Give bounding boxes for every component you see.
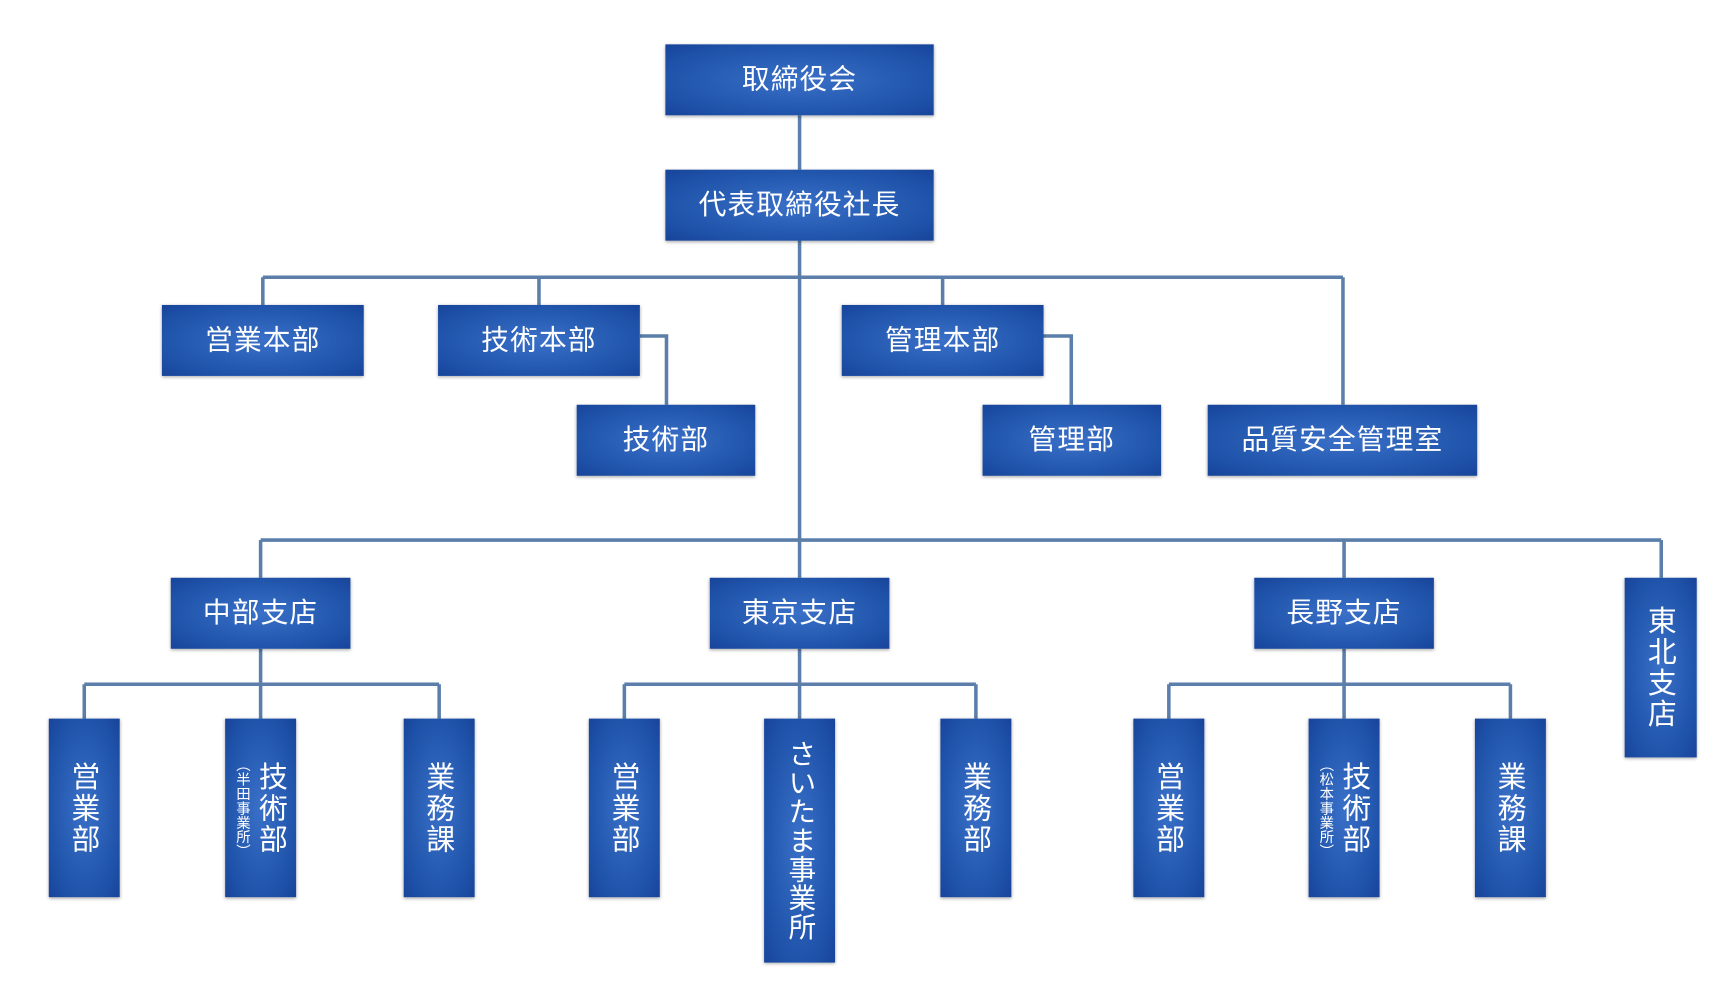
connector-tech-hq-tech-dept [639,334,669,405]
quality-office-box: 品質安全管理室 [1207,404,1478,476]
president-label: 代表取締役社長 [698,189,901,221]
chubu-tech-dept-sublabel: （半田事業所） [233,757,251,859]
tech-dept-label: 技術部 [622,424,710,456]
sales-hq-box: 営業本部 [161,304,364,376]
chubu-sales-dept-box: 営業部 [48,718,120,898]
admin-hq-label: 管理本部 [884,324,1001,356]
nagano-sales-dept-box: 営業部 [1133,718,1205,898]
tokyo-operations-dept-label: 業務部 [959,761,993,855]
tohoku-branch-label: 東北支店 [1644,605,1678,730]
president-box: 代表取締役社長 [665,169,934,241]
nagano-sales-dept-label: 営業部 [1152,761,1186,855]
tokyo-branch-label: 東京支店 [741,597,858,629]
nagano-operations-section-box: 業務課 [1474,718,1546,898]
admin-dept-label: 管理部 [1028,424,1116,456]
tohoku-branch-box: 東北支店 [1624,577,1697,758]
admin-hq-box: 管理本部 [841,304,1044,376]
chubu-operations-section-box: 業務課 [403,718,475,898]
nagano-tech-dept-label: 技術部 [1338,761,1372,855]
tokyo-operations-dept-box: 業務部 [940,718,1012,898]
nagano-operations-section-label: 業務課 [1493,761,1528,855]
chubu-tech-dept-label: 技術部 [255,761,289,855]
saitama-office-box: さいたま事業所 [764,718,836,963]
nagano-branch-box: 長野支店 [1254,577,1434,649]
tech-dept-box: 技術部 [576,404,756,476]
chubu-operations-section-label: 業務課 [422,761,456,855]
chubu-tech-dept-box: 技術部 （半田事業所） [225,718,297,898]
tech-hq-label: 技術本部 [481,324,597,356]
board-label: 取締役会 [741,63,858,95]
tech-hq-box: 技術本部 [438,304,640,376]
nagano-tech-dept-sublabel: （松本事業所） [1317,757,1335,859]
chubu-sales-dept-label: 営業部 [67,761,101,855]
chubu-branch-label: 中部支店 [202,597,319,629]
connector-admin-hq-admin-dept [1043,334,1074,405]
quality-office-label: 品質安全管理室 [1241,424,1444,456]
nagano-branch-label: 長野支店 [1286,597,1402,629]
tokyo-sales-dept-box: 営業部 [588,718,660,898]
chubu-branch-box: 中部支店 [170,577,351,649]
tokyo-branch-box: 東京支店 [709,577,890,649]
nagano-tech-dept-box: 技術部 （松本事業所） [1308,718,1380,898]
sales-hq-label: 営業本部 [205,324,321,356]
board-box: 取締役会 [665,44,934,116]
admin-dept-box: 管理部 [982,404,1162,476]
saitama-office-label: さいたま事業所 [784,739,816,942]
tokyo-sales-dept-label: 営業部 [607,761,641,855]
